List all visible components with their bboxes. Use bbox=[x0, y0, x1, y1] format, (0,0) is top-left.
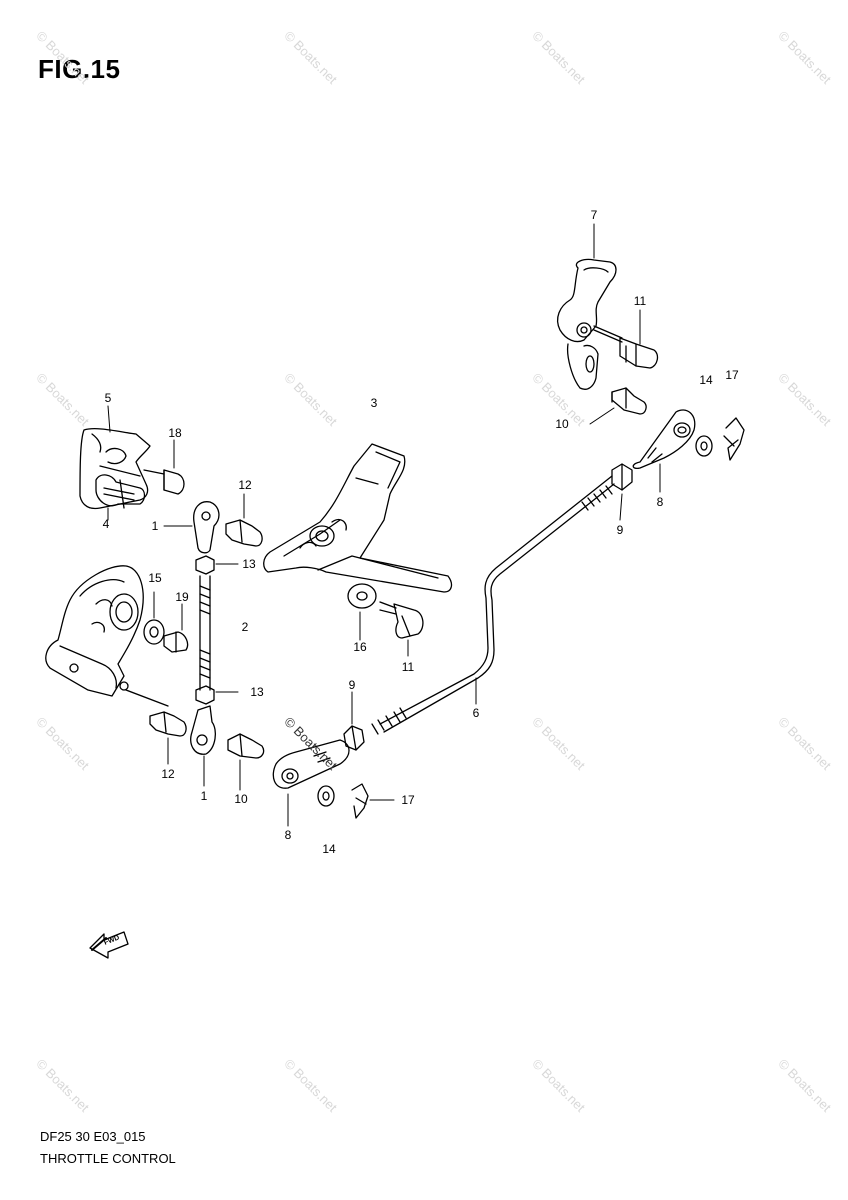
part-16-washer bbox=[347, 583, 377, 609]
callout-18: 18 bbox=[168, 426, 182, 440]
callout-1: 1 bbox=[200, 789, 208, 803]
part-9-nut-lower bbox=[343, 725, 365, 751]
part-14-washer-lower bbox=[317, 785, 335, 807]
callout-13: 13 bbox=[250, 685, 264, 699]
callout-13: 13 bbox=[242, 557, 256, 571]
part-17-clip-upper bbox=[723, 417, 745, 461]
part-4-clamp bbox=[95, 474, 146, 509]
callout-5: 5 bbox=[104, 391, 112, 405]
part-9-nut-upper bbox=[611, 463, 633, 491]
callout-6: 6 bbox=[472, 706, 480, 720]
callout-7: 7 bbox=[590, 208, 598, 222]
callout-10: 10 bbox=[234, 792, 248, 806]
callout-8: 8 bbox=[284, 828, 292, 842]
callout-4: 4 bbox=[102, 517, 110, 531]
callout-14: 14 bbox=[322, 842, 336, 856]
part-5-bracket bbox=[79, 428, 151, 510]
callout-11: 11 bbox=[633, 294, 647, 308]
callout-2: 2 bbox=[241, 620, 249, 634]
callout-14: 14 bbox=[699, 373, 713, 387]
part-11-bolt-lower bbox=[379, 601, 424, 639]
part-13-nut-upper bbox=[195, 555, 215, 575]
callout-9: 9 bbox=[348, 678, 356, 692]
callout-3: 3 bbox=[370, 396, 378, 410]
part-1-ball-joint-upper bbox=[193, 501, 220, 554]
callout-12: 12 bbox=[238, 478, 252, 492]
callout-11: 11 bbox=[401, 660, 415, 674]
part-10-pin-upper bbox=[611, 387, 647, 415]
diagram-caption: THROTTLE CONTROL bbox=[40, 1151, 176, 1166]
part-14-washer-upper bbox=[695, 435, 713, 457]
part-7-lever-bracket bbox=[556, 258, 617, 390]
callout-17: 17 bbox=[725, 368, 739, 382]
part-17-clip-lower bbox=[351, 783, 369, 819]
callout-1: 1 bbox=[151, 519, 159, 533]
part-15-washer bbox=[143, 619, 165, 645]
callout-12: 12 bbox=[161, 767, 175, 781]
part-6-throttle-rod bbox=[371, 475, 615, 735]
figure-title: FIG.15 bbox=[38, 54, 121, 84]
part-12-stud-lower bbox=[149, 711, 187, 737]
part-8-link-lower bbox=[272, 739, 350, 789]
diagram-code: DF25 30 E03_015 bbox=[40, 1129, 146, 1144]
part-19-bolt bbox=[163, 631, 189, 653]
part-10-pin-lower bbox=[227, 733, 265, 759]
carburetor-lever-assembly bbox=[45, 565, 169, 707]
callout-15: 15 bbox=[148, 571, 162, 585]
callout-8: 8 bbox=[656, 495, 664, 509]
callout-10: 10 bbox=[555, 417, 569, 431]
part-13-nut-lower bbox=[195, 685, 215, 705]
part-18-bolt bbox=[143, 469, 185, 495]
part-12-stud-upper bbox=[225, 519, 263, 547]
fwd-arrow-icon bbox=[89, 931, 129, 959]
part-8-link-upper bbox=[632, 409, 696, 470]
part-3-bracket bbox=[263, 443, 453, 593]
part-11-bolt-upper bbox=[593, 325, 659, 369]
part-1-ball-joint-lower bbox=[190, 705, 217, 755]
callout-17: 17 bbox=[401, 793, 415, 807]
part-2-link-rod bbox=[199, 575, 211, 691]
callout-9: 9 bbox=[616, 523, 624, 537]
callout-16: 16 bbox=[353, 640, 367, 654]
callout-19: 19 bbox=[175, 590, 189, 604]
